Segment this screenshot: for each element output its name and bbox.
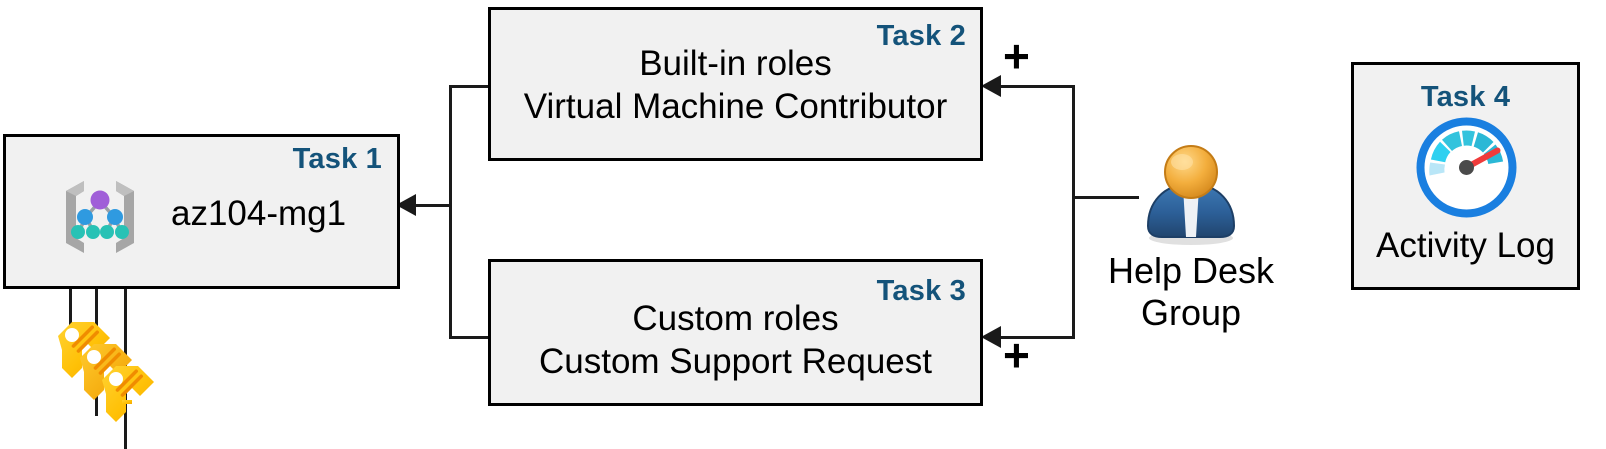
- task-4-text: Activity Log: [1376, 226, 1555, 265]
- task-2-box[interactable]: Task 2 Built-in roles Virtual Machine Co…: [488, 7, 983, 161]
- task-4-box[interactable]: Task 4 Activity Log: [1351, 62, 1580, 290]
- task-2-label: Task 2: [876, 20, 966, 52]
- connector-left-junction: [449, 85, 452, 339]
- connector-task2-left-stub: [449, 85, 491, 88]
- connector-to-task3: [1000, 336, 1075, 339]
- user-group-icon: [1136, 140, 1246, 250]
- task-3-text-line-2: Custom Support Request: [539, 342, 932, 381]
- activity-log-gauge-icon: [1416, 117, 1517, 218]
- connector-actor-branch: [1072, 196, 1139, 199]
- actor-label-line-2: Group: [1140, 292, 1242, 334]
- task-3-label: Task 3: [876, 275, 966, 307]
- keys-icon: [38, 310, 158, 449]
- task-2-text-line-1: Built-in roles: [639, 44, 832, 83]
- arrow-into-task3: [981, 326, 1001, 348]
- plus-bottom-operator: +: [1003, 329, 1030, 381]
- connector-task3-left-stub: [449, 336, 491, 339]
- connector-to-task1: [416, 204, 452, 207]
- task-1-box[interactable]: Task 1 az104-mg1: [3, 134, 400, 289]
- connector-actor-trunk: [1072, 85, 1075, 339]
- task-4-label: Task 4: [1420, 81, 1511, 113]
- arrow-into-task1: [396, 194, 416, 216]
- arrow-into-task2: [981, 75, 1001, 97]
- actor-label: Help Desk Group: [1080, 250, 1302, 335]
- task-3-box[interactable]: Task 3 Custom roles Custom Support Reque…: [488, 259, 983, 406]
- task-1-label: Task 1: [292, 143, 382, 175]
- management-group-icon: [54, 175, 146, 259]
- actor-label-line-1: Help Desk: [1107, 250, 1275, 291]
- connector-to-task2: [1000, 85, 1075, 88]
- plus-top-operator: +: [1003, 30, 1030, 82]
- task-1-text: az104-mg1: [171, 194, 347, 233]
- task-2-text-line-2: Virtual Machine Contributor: [523, 87, 948, 126]
- task-3-text-line-1: Custom roles: [632, 299, 839, 338]
- connector-key-1: [69, 265, 72, 373]
